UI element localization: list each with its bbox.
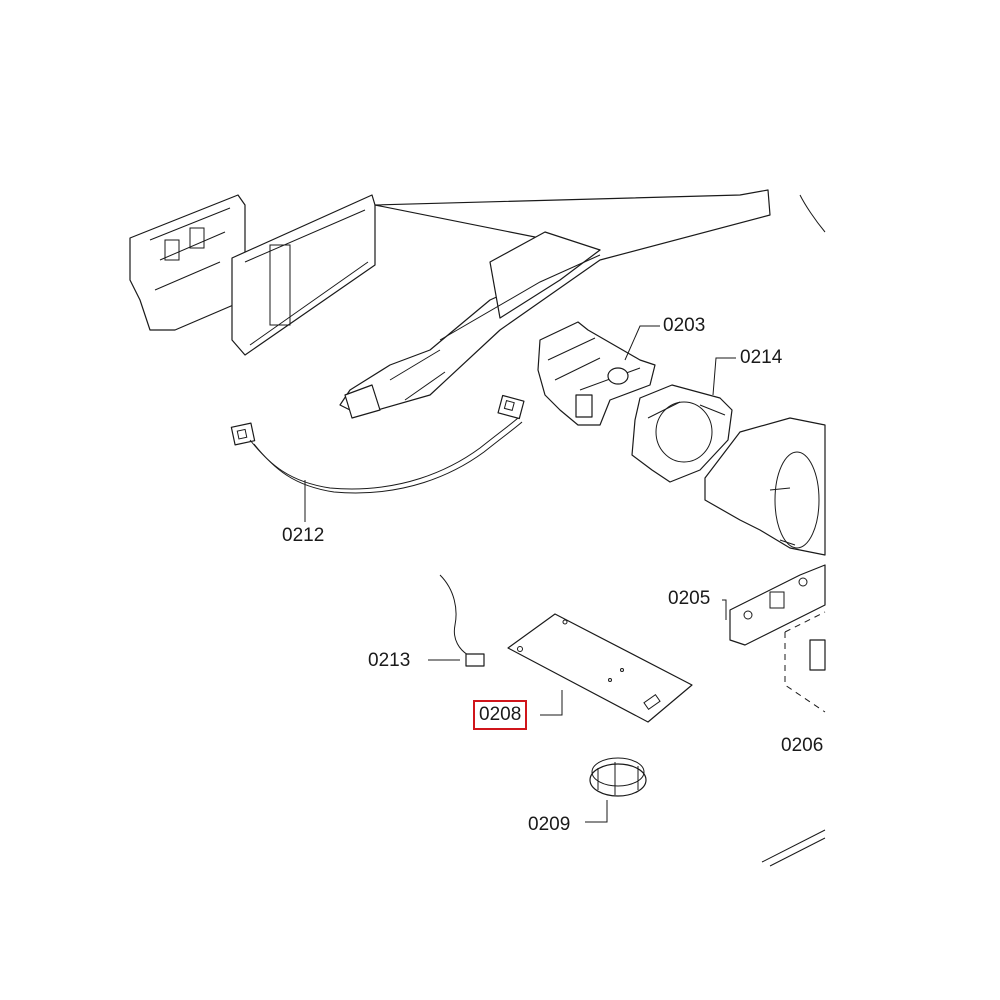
part-label-0214: 0214 <box>740 347 783 368</box>
part-label-0206: 0206 <box>781 735 824 756</box>
holder-ring-0214 <box>631 384 733 483</box>
part-label-0213: 0213 <box>368 650 411 671</box>
part-label-0203: 0203 <box>663 315 706 336</box>
part-label-0209: 0209 <box>528 814 571 835</box>
motor-cylinder <box>704 194 826 556</box>
wiring-harness-0212 <box>230 394 525 494</box>
cap-ring-0209 <box>589 757 647 797</box>
bracket-0203 <box>537 321 656 426</box>
sensor-wire-0213 <box>439 574 485 667</box>
base-edge-lines <box>761 829 826 867</box>
part-label-0212: 0212 <box>282 525 325 546</box>
control-panel-0205 <box>729 564 826 646</box>
frame-rail-assembly <box>129 189 771 419</box>
circuit-board-0208 <box>507 613 693 723</box>
module-0206 <box>784 611 826 713</box>
leader-lines <box>304 325 736 823</box>
part-label-0208-highlighted[interactable]: 0208 <box>473 700 528 730</box>
part-label-0205: 0205 <box>668 588 711 609</box>
